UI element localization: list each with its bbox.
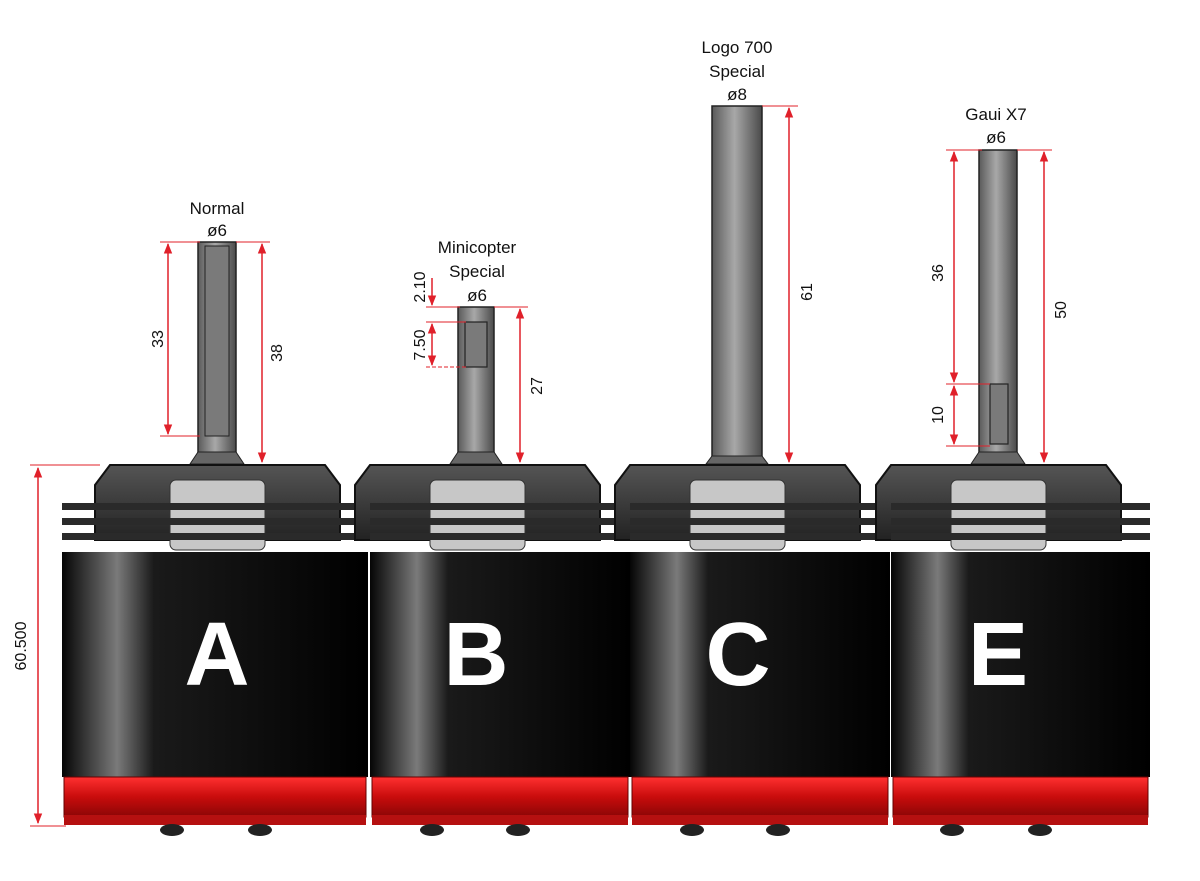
fin: [891, 518, 1150, 525]
diameter-label: ø6: [467, 286, 487, 305]
fin: [370, 503, 630, 510]
fin: [891, 503, 1150, 510]
shaft-collar: [705, 455, 769, 465]
shaft-flat: [464, 321, 488, 368]
fin: [630, 533, 890, 540]
bell-window: [950, 479, 1047, 551]
shaft-flat: [204, 245, 230, 437]
overall-height-label: 60.500: [13, 621, 30, 670]
red-base-lip: [372, 815, 628, 825]
foot: [766, 824, 790, 836]
motor-a: A Normal ø6 33 38: [62, 199, 368, 836]
motor-title: Normal: [190, 199, 245, 218]
motor-can: [891, 552, 1150, 777]
fin: [62, 518, 368, 525]
diameter-label: ø6: [986, 128, 1006, 147]
shaft: [711, 105, 763, 465]
motor-title: Special: [449, 262, 505, 281]
motor-letter: A: [185, 605, 250, 705]
dimension-label: 27: [529, 377, 546, 395]
dimension-label: 10: [930, 406, 947, 424]
motor-letter: E: [968, 605, 1028, 705]
motor-letter: C: [706, 605, 771, 705]
shaft-flat: [989, 383, 1009, 445]
shaft-collar: [449, 451, 503, 465]
fin: [370, 518, 630, 525]
fin: [630, 503, 890, 510]
dimension-label: 33: [150, 330, 167, 348]
bell-window: [689, 479, 786, 551]
foot: [1028, 824, 1052, 836]
foot: [506, 824, 530, 836]
red-base: [631, 776, 889, 818]
fin: [630, 518, 890, 525]
red-base: [892, 776, 1149, 818]
red-base: [371, 776, 629, 818]
motor-can: [370, 552, 630, 777]
red-base-lip: [64, 815, 366, 825]
red-base: [63, 776, 367, 818]
fin: [370, 533, 630, 540]
shaft-collar: [970, 451, 1026, 465]
dimension-label: 7.50: [412, 329, 429, 360]
foot: [248, 824, 272, 836]
dimension-label: 38: [269, 344, 286, 362]
motor-title: Gaui X7: [965, 105, 1026, 124]
bell-window: [169, 479, 266, 551]
dimension-label: 2.10: [412, 271, 429, 302]
motor-e: E Gaui X7 ø6 36 10 50: [875, 105, 1150, 836]
dimension-label: 61: [799, 283, 816, 301]
dimension-label: 50: [1053, 301, 1070, 319]
fin: [62, 503, 368, 510]
shaft: [457, 306, 495, 465]
foot: [160, 824, 184, 836]
motor-can: [630, 552, 890, 777]
motor-title: Minicopter: [438, 238, 517, 257]
motor-c: C Logo 700 Special ø8 61: [614, 38, 890, 836]
dimension-label: 36: [930, 264, 947, 282]
diameter-label: ø8: [727, 85, 747, 104]
foot: [420, 824, 444, 836]
fin: [62, 533, 368, 540]
diameter-label: ø6: [207, 221, 227, 240]
red-base-lip: [893, 815, 1148, 825]
motor-title: Logo 700: [702, 38, 773, 57]
fin: [891, 533, 1150, 540]
bell-window: [429, 479, 526, 551]
shaft-collar: [189, 451, 245, 465]
foot: [940, 824, 964, 836]
motor-b: B Minicopter Special ø6 2.10 7.50 27: [354, 238, 630, 836]
motor-letter: B: [444, 605, 509, 705]
motor-title: Special: [709, 62, 765, 81]
motor-can: [62, 552, 368, 777]
overall-height-dimension: 60.500: [13, 464, 100, 827]
foot: [680, 824, 704, 836]
red-base-lip: [632, 815, 888, 825]
